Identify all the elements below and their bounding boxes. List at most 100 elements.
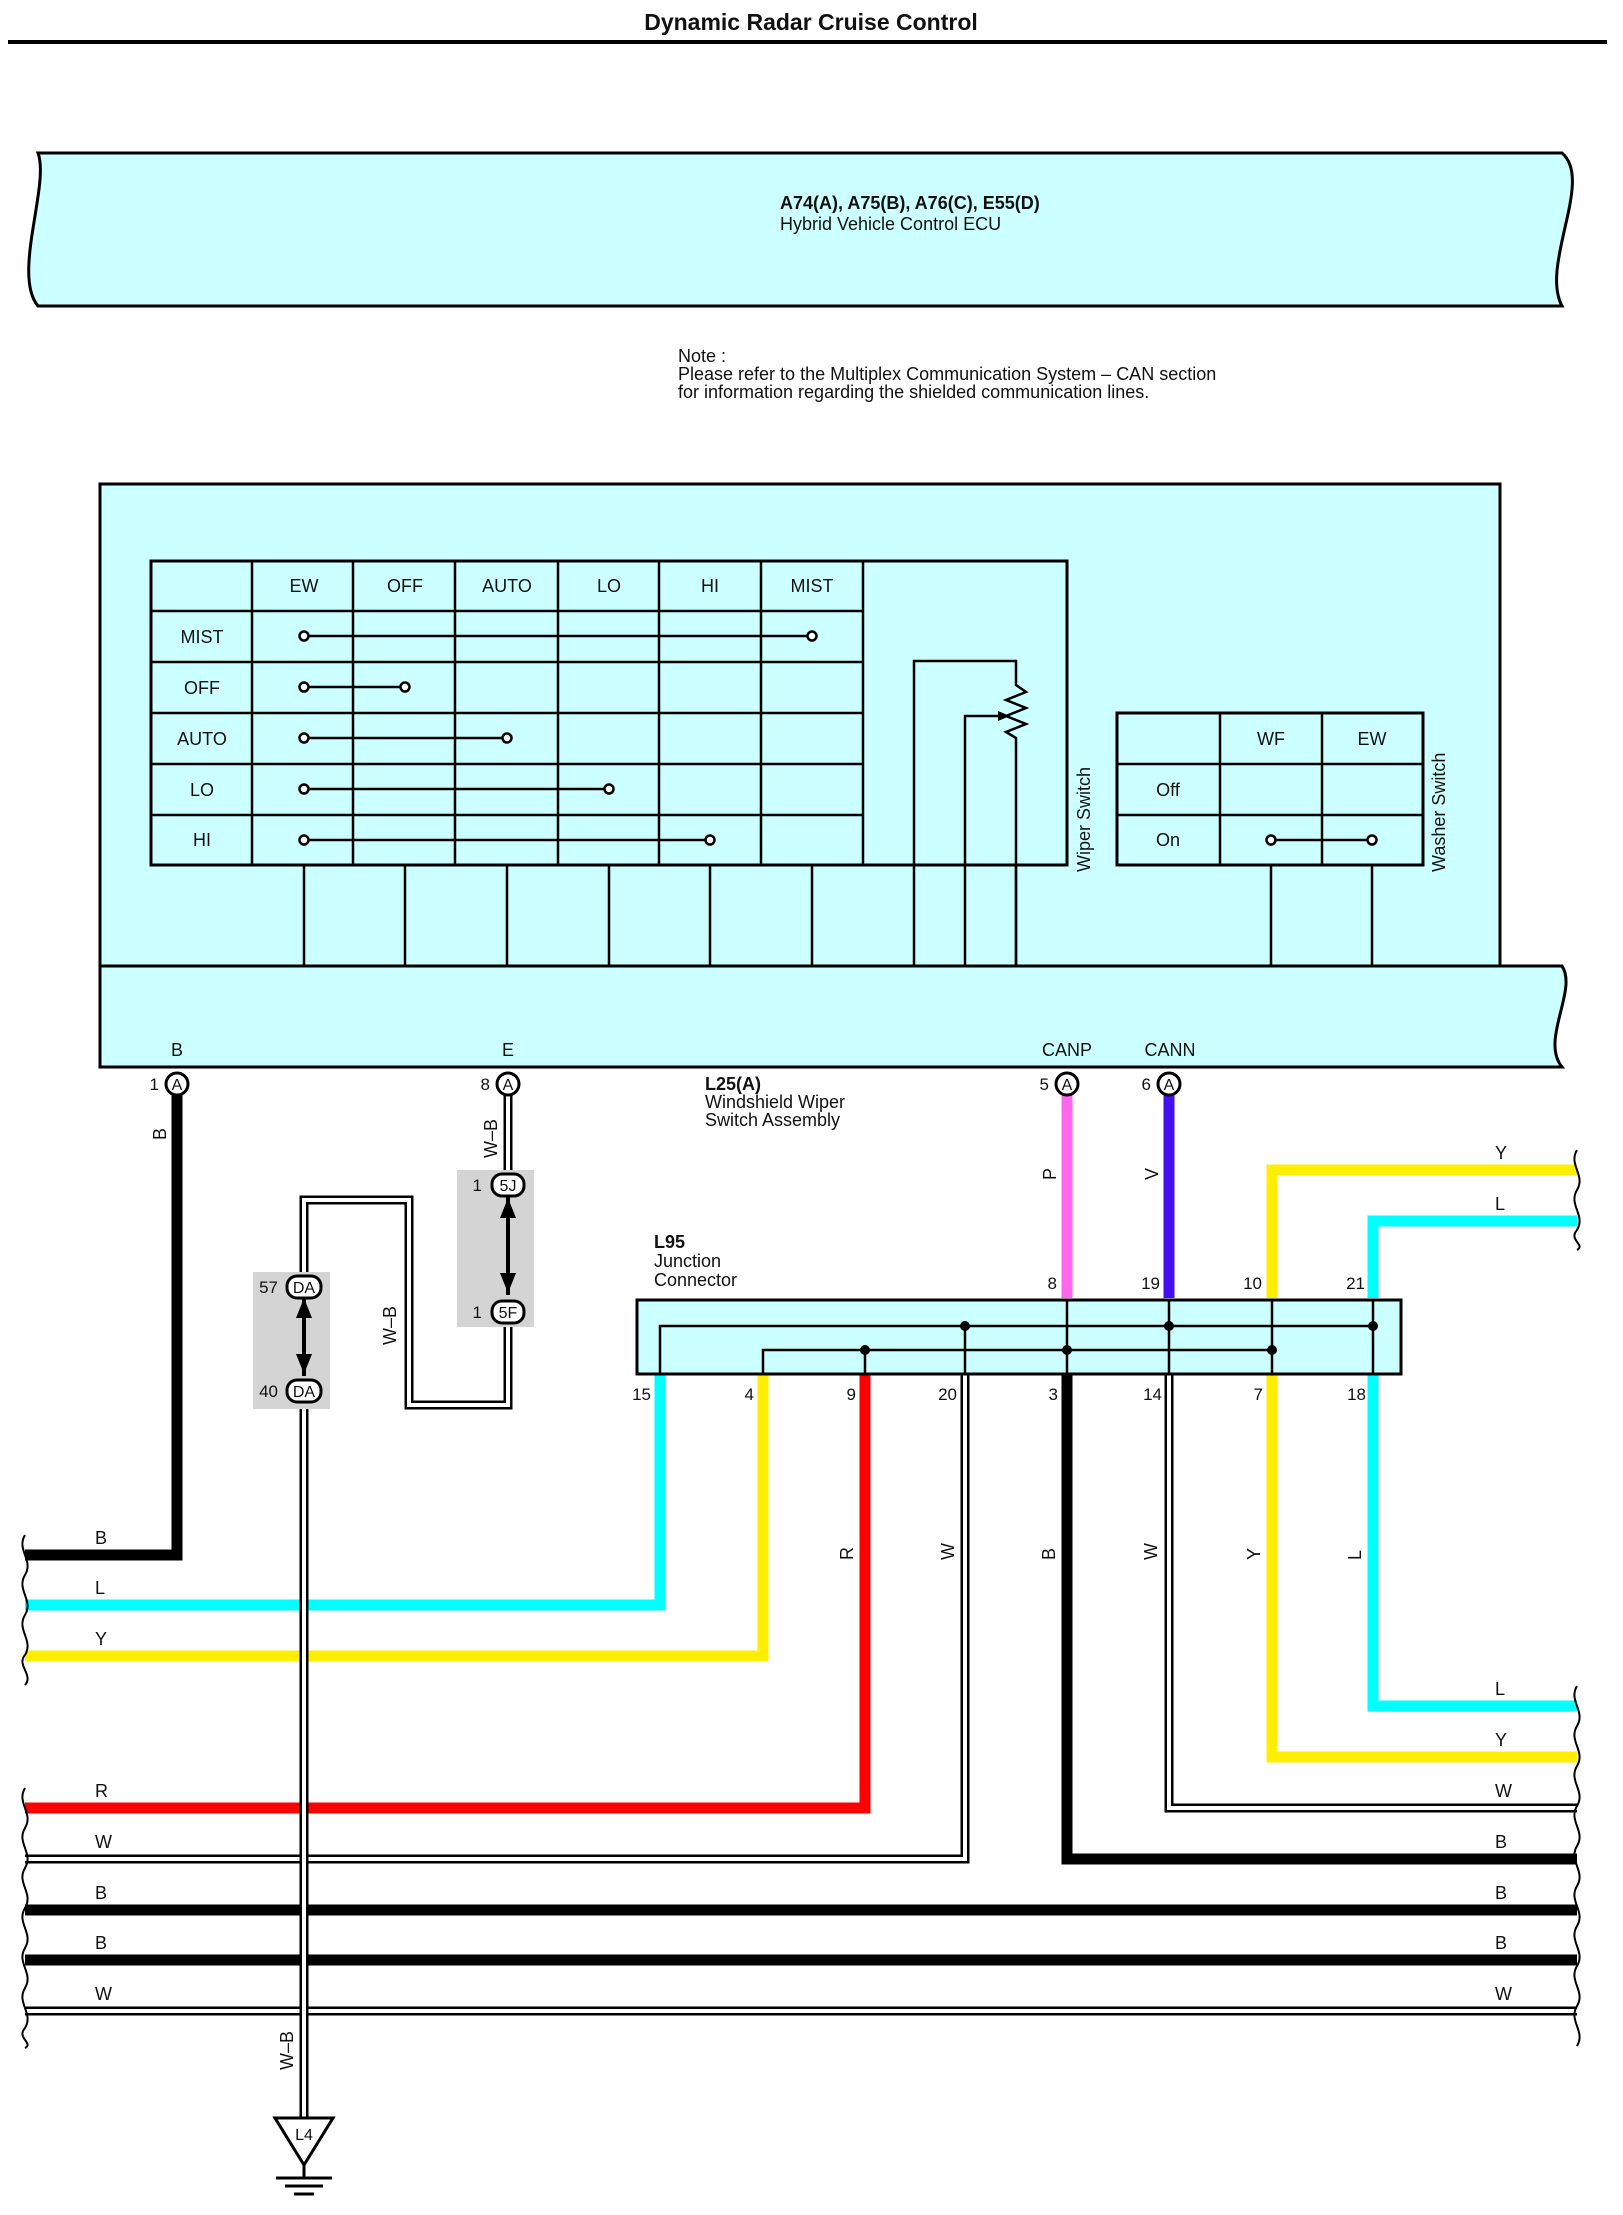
right-wire-label-7: B [1495, 1883, 1507, 1903]
wiper-col-hi: HI [701, 576, 719, 596]
terminal-name-b: B [171, 1040, 183, 1060]
ground-icon [272, 2116, 336, 2196]
junction-pin-18: 18 [1347, 1385, 1366, 1404]
junction-pin-14: 14 [1143, 1385, 1162, 1404]
wiper-row-hi: HI [193, 830, 211, 850]
junction-pin-20: 20 [938, 1385, 957, 1404]
pin-e-conn: A [503, 1077, 514, 1094]
wire-label-p: P [1040, 1168, 1060, 1180]
ecu-box [27, 151, 1574, 308]
ground-wire-label: W–B [277, 2031, 297, 2070]
wiper-switch-label: Wiper Switch [1074, 767, 1094, 872]
note-line-2: for information regarding the shielded c… [678, 382, 1149, 402]
resistor-wiper-arrow-icon [998, 711, 1010, 721]
splice-5f-label: 5F [499, 1305, 518, 1322]
splice-da: DA 57 DA 40 [253, 1272, 330, 1409]
junction-pin-3: 3 [1049, 1385, 1058, 1404]
switch-assembly-line-2: Switch Assembly [705, 1110, 840, 1130]
switch-assembly-line-1: Windshield Wiper [705, 1092, 845, 1112]
pin-canp-number: 5 [1040, 1075, 1049, 1094]
right-wire-label-1: Y [1495, 1143, 1507, 1163]
junction-pin-8: 8 [1048, 1274, 1057, 1293]
switch-assembly-id: L25(A) [705, 1074, 761, 1094]
right-wire-label-2: L [1495, 1194, 1505, 1214]
right-wire-label-9: W [1495, 1984, 1512, 2004]
wire-label-pin7: Y [1244, 1548, 1264, 1560]
wire-label-pin3: B [1039, 1548, 1059, 1560]
wiper-row-mist: MIST [181, 627, 224, 647]
ecu-name: Hybrid Vehicle Control ECU [780, 214, 1001, 234]
pin-b-number: 1 [150, 1075, 159, 1094]
left-wire-label-7: B [95, 1933, 107, 1953]
junction-pin-4: 4 [745, 1385, 754, 1404]
left-wire-label-5: W [95, 1832, 112, 1852]
right-wire-label-3: L [1495, 1679, 1505, 1699]
splice-da-bottom-label: DA [293, 1384, 316, 1401]
wire-label-wb-pin8: W–B [481, 1119, 501, 1158]
left-wire-label-3: Y [95, 1629, 107, 1649]
page-title: Dynamic Radar Cruise Control [644, 9, 978, 35]
wiper-switch-table: EW OFF AUTO LO HI MIST MIST OFF AUTO LO … [149, 559, 1094, 966]
left-wire-label-6: B [95, 1883, 107, 1903]
junction-connector: L95 Junction Connector 8 19 10 21 15 4 9… [632, 1232, 1403, 1404]
junction-pin-10: 10 [1243, 1274, 1262, 1293]
left-wire-label-1: B [95, 1528, 107, 1548]
wiper-row-lo: LO [190, 780, 214, 800]
left-wire-label-4: R [95, 1781, 108, 1801]
wiper-col-auto: AUTO [482, 576, 532, 596]
wire-label-b-pin1: B [150, 1128, 170, 1140]
pin-b-conn: A [172, 1077, 183, 1094]
wiper-col-lo: LO [597, 576, 621, 596]
splice-da-top-pin: 57 [259, 1278, 278, 1297]
washer-row-on: On [1156, 830, 1180, 850]
wiper-row-auto: AUTO [177, 729, 227, 749]
junction-pin-15: 15 [632, 1385, 651, 1404]
wire-label-wb-loop: W–B [380, 1306, 400, 1345]
junction-pin-21: 21 [1346, 1274, 1365, 1293]
wire-break-marks [21, 1149, 1581, 2049]
splice-da-bottom-pin: 40 [259, 1382, 278, 1401]
splice-5j-label: 5J [500, 1178, 517, 1195]
right-wire-label-8: B [1495, 1933, 1507, 1953]
wiper-col-off: OFF [387, 576, 423, 596]
washer-switch-table: WF EW Off On Washer Switch [1115, 711, 1449, 966]
splice-5j-5f: 5J 1 5F 1 [457, 1170, 534, 1327]
assembly-pin-connectors: A 1 A 8 A 5 A 6 [150, 1071, 1182, 1097]
pin-canp-conn: A [1062, 1077, 1073, 1094]
left-wire-label-8: W [95, 1984, 112, 2004]
ecu-connectors: A74(A), A75(B), A76(C), E55(D) [780, 193, 1040, 213]
washer-switch-label: Washer Switch [1429, 753, 1449, 872]
terminal-name-e: E [502, 1040, 514, 1060]
left-wire-label-2: L [95, 1578, 105, 1598]
washer-row-off: Off [1156, 780, 1181, 800]
wire-label-pin20: W [938, 1543, 958, 1560]
washer-col-ew: EW [1358, 729, 1387, 749]
right-wire-label-4: Y [1495, 1730, 1507, 1750]
junction-pin-9: 9 [847, 1385, 856, 1404]
wiper-col-ew: EW [290, 576, 319, 596]
note-line-1: Please refer to the Multiplex Communicat… [678, 364, 1216, 384]
junction-line-1: Junction [654, 1251, 721, 1271]
right-wire-label-5: W [1495, 1781, 1512, 1801]
wiper-col-mist: MIST [791, 576, 834, 596]
pin-e-number: 8 [481, 1075, 490, 1094]
splice-5f-pin: 1 [473, 1303, 482, 1322]
pin-cann-conn: A [1164, 1077, 1175, 1094]
washer-col-wf: WF [1257, 729, 1285, 749]
wires [25, 1092, 1577, 2118]
switch-assembly-box [98, 482, 1568, 1069]
pin-cann-number: 6 [1142, 1075, 1151, 1094]
terminal-name-canp: CANP [1042, 1040, 1092, 1060]
right-wire-label-6: B [1495, 1832, 1507, 1852]
junction-line-2: Connector [654, 1270, 737, 1290]
wiper-row-off: OFF [184, 678, 220, 698]
wire-label-pin9: R [837, 1547, 857, 1560]
note-heading: Note : [678, 346, 726, 366]
terminal-name-cann: CANN [1144, 1040, 1195, 1060]
splice-5j-pin: 1 [473, 1176, 482, 1195]
junction-pin-7: 7 [1254, 1385, 1263, 1404]
splice-da-top-label: DA [293, 1280, 316, 1297]
junction-id: L95 [654, 1232, 685, 1252]
wire-label-pin14: W [1141, 1543, 1161, 1560]
